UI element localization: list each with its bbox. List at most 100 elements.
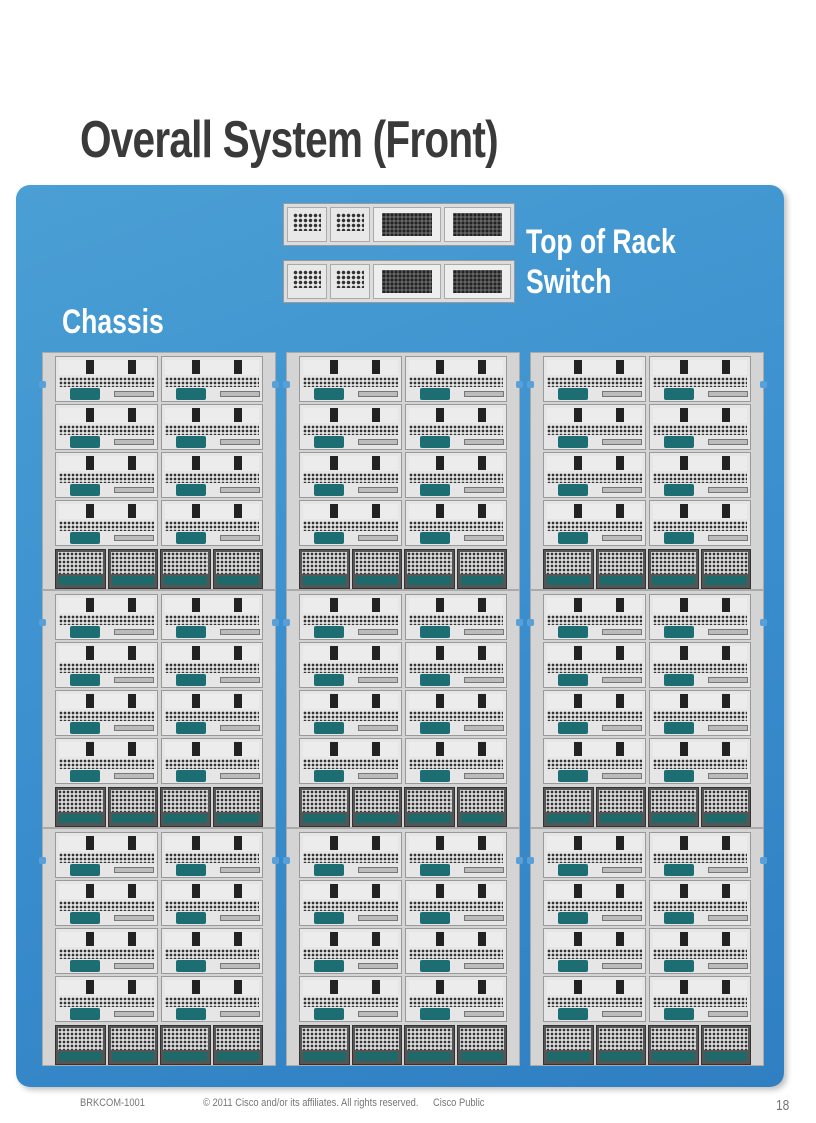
blade-handle: [314, 864, 344, 876]
top-of-rack-switch-1: [283, 203, 515, 246]
mounting-ear: [760, 381, 767, 388]
blade-handle: [663, 722, 694, 734]
blade-handle: [175, 388, 206, 400]
footer-copyright: © 2011 Cisco and/or its affiliates. All …: [203, 1097, 419, 1109]
blade-server: [648, 880, 751, 926]
switch-power-supply: [330, 207, 370, 242]
mounting-ear: [516, 381, 523, 388]
blade-handle: [663, 484, 694, 496]
mounting-ear: [272, 619, 279, 626]
power-supply: [595, 787, 646, 827]
blade-server: [648, 928, 751, 974]
blade-chassis: [527, 590, 767, 828]
blade-handle: [175, 436, 206, 448]
blade-server: [160, 356, 263, 402]
blade-server: [543, 404, 646, 450]
power-supply: [456, 549, 507, 589]
power-supply: [160, 549, 211, 589]
blade-server: [160, 642, 263, 688]
blade-server: [160, 976, 263, 1022]
blade-handle: [70, 484, 100, 496]
blade-server: [404, 594, 507, 640]
blade-server: [55, 642, 158, 688]
page-number: 18: [776, 1097, 790, 1114]
blade-handle: [70, 674, 100, 686]
mounting-ear: [283, 619, 290, 626]
power-supply: [212, 549, 263, 589]
blade-handle: [558, 626, 588, 638]
blade-server: [543, 594, 646, 640]
switch-fan-module: [373, 207, 441, 242]
blade-handle: [663, 532, 694, 544]
power-supply: [299, 1025, 350, 1065]
mounting-ear: [272, 381, 279, 388]
power-supply: [648, 549, 699, 589]
power-supply: [55, 549, 106, 589]
blade-server: [299, 832, 402, 878]
blade-handle: [419, 532, 450, 544]
blade-server: [648, 404, 751, 450]
blade-chassis: [39, 828, 279, 1066]
blade-handle: [314, 1008, 344, 1020]
blade-handle: [314, 532, 344, 544]
blade-chassis: [527, 352, 767, 590]
blade-server: [543, 928, 646, 974]
power-supply: [160, 787, 211, 827]
blade-chassis: [39, 352, 279, 590]
footer-session-code: BRKCOM-1001: [80, 1097, 145, 1109]
blade-server: [648, 642, 751, 688]
power-supply: [700, 549, 751, 589]
blade-server: [55, 500, 158, 546]
blade-handle: [175, 912, 206, 924]
blade-handle: [663, 674, 694, 686]
footer-classification: Cisco Public: [433, 1097, 485, 1109]
blade-handle: [419, 388, 450, 400]
power-supply: [648, 1025, 699, 1065]
blade-server: [160, 500, 263, 546]
chassis-label: Chassis: [62, 303, 164, 341]
blade-handle: [175, 960, 206, 972]
mounting-ear: [283, 381, 290, 388]
switch-power-supply: [287, 207, 327, 242]
blade-handle: [314, 960, 344, 972]
blade-handle: [558, 674, 588, 686]
switch-power-supply: [287, 264, 327, 299]
blade-server: [648, 452, 751, 498]
blade-handle: [175, 532, 206, 544]
blade-server: [404, 690, 507, 736]
blade-handle: [314, 388, 344, 400]
power-supply: [212, 787, 263, 827]
blade-server: [160, 928, 263, 974]
blade-handle: [558, 484, 588, 496]
blade-handle: [419, 912, 450, 924]
blade-handle: [175, 1008, 206, 1020]
blade-handle: [314, 674, 344, 686]
blade-server: [404, 642, 507, 688]
switch-fan-module: [373, 264, 441, 299]
blade-server: [543, 356, 646, 402]
blade-server: [299, 594, 402, 640]
blade-server: [648, 594, 751, 640]
blade-handle: [558, 864, 588, 876]
blade-handle: [314, 626, 344, 638]
power-supply: [107, 549, 158, 589]
power-supply: [404, 549, 455, 589]
blade-handle: [558, 960, 588, 972]
blade-server: [648, 690, 751, 736]
blade-server: [160, 404, 263, 450]
blade-handle: [419, 960, 450, 972]
power-supply: [351, 1025, 402, 1065]
blade-handle: [663, 626, 694, 638]
blade-handle: [419, 674, 450, 686]
blade-handle: [70, 912, 100, 924]
blade-server: [404, 880, 507, 926]
power-supply: [404, 1025, 455, 1065]
power-supply: [543, 1025, 594, 1065]
power-supply: [299, 549, 350, 589]
blade-handle: [70, 722, 100, 734]
blade-server: [55, 690, 158, 736]
mounting-ear: [283, 857, 290, 864]
blade-server: [543, 690, 646, 736]
blade-server: [404, 976, 507, 1022]
blade-server: [404, 832, 507, 878]
